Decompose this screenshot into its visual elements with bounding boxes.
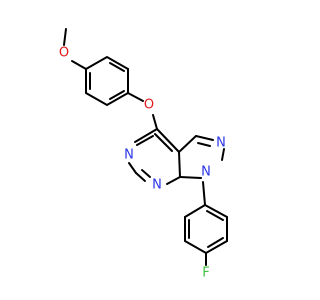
fluorophenyl-ring [184, 203, 228, 255]
bond-n-aryl [202, 181, 206, 206]
methoxyphenyl-double-2 [109, 90, 125, 100]
bond-c3a-c4-double [154, 133, 173, 152]
bond-c2-n [135, 172, 146, 182]
methoxyphenyl-double-1 [109, 62, 125, 72]
bond-c3-n2-double [195, 135, 214, 141]
bond-c7a-c3a [178, 151, 181, 178]
bond-methyl-o [63, 28, 67, 46]
atom-label-ether-oxygen: O [144, 98, 154, 113]
atom-label-fluorine: F [202, 266, 209, 281]
methoxyphenyl-ring [85, 55, 129, 107]
atom-label-pyrazole-n-top: N [216, 136, 226, 151]
atom-label-pyrimidine-n-top: N [124, 148, 134, 163]
bond-c3a-c3 [178, 135, 197, 153]
bond-c3-n2-inner [197, 142, 211, 147]
bond-n-c7a [166, 176, 181, 185]
atom-label-pyrazole-n-bottom: N [201, 165, 211, 180]
bond-c3a-c4 [156, 128, 180, 153]
bond-n-c2 [128, 162, 137, 174]
fluorophenyl-double-1 [206, 210, 224, 221]
bond-o-pyrimidine [152, 114, 158, 130]
bond-c4-n-double [136, 135, 154, 146]
bond-c2-n-double [141, 169, 151, 178]
chemical-structure: O O N N N N F [59, 28, 228, 281]
fluorophenyl-double-2 [207, 237, 224, 248]
bond-n2-n1 [221, 148, 225, 161]
atom-label-pyrimidine-n-bottom: N [152, 178, 162, 193]
bond-n1-c7a [179, 176, 202, 179]
atom-label-methoxy-oxygen: O [59, 46, 69, 61]
bond-o-aryl [71, 60, 87, 70]
bond-c4-n [134, 128, 158, 143]
bond-aryl-o [127, 92, 144, 102]
